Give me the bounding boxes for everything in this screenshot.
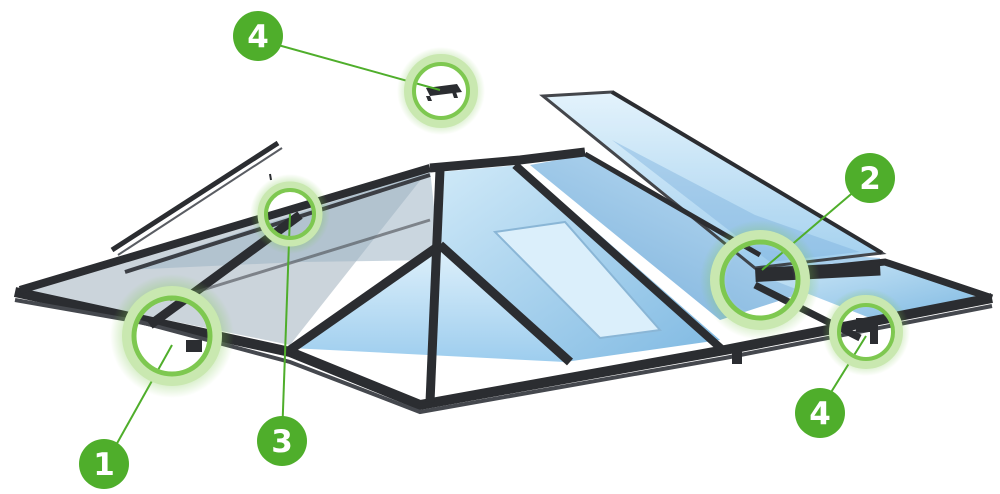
highlight-ring-1 [110,274,234,398]
callout-number-1: 1 [93,447,115,483]
callout-badge-4-bottom: 4 [795,388,845,438]
callout-badge-4-top: 4 [233,11,283,61]
callout-number-2: 2 [859,161,881,197]
callout-number-4-bottom: 4 [809,396,831,432]
hip-rafter-front [436,241,574,366]
callout-badge-2: 2 [845,153,895,203]
glass-panel-front [290,240,565,362]
callout-number-4-top: 4 [247,19,269,55]
glass-panel-inner [492,220,662,340]
highlight-rings [110,47,910,398]
highlight-ring-2 [700,220,820,340]
frame-back-left [18,164,432,294]
rafter-right [512,162,728,355]
highlight-ring-4-bottom [822,288,910,376]
number-badges: 1 2 3 4 4 [79,11,895,489]
highlight-ring-3 [250,174,330,254]
capping-bar-detached [110,140,280,253]
roof-illustration [13,84,994,415]
hip-rafter-left [287,241,443,354]
eaves-clip-right [732,348,742,364]
callout-badge-3: 3 [257,416,307,466]
callout-number-3: 3 [271,424,293,460]
callout-badge-1: 1 [79,439,129,489]
ridge [429,147,586,173]
highlight-ring-4-top [397,47,485,135]
hip-rafter-center [425,169,445,403]
glass-panel-lifted-shade [612,140,860,262]
